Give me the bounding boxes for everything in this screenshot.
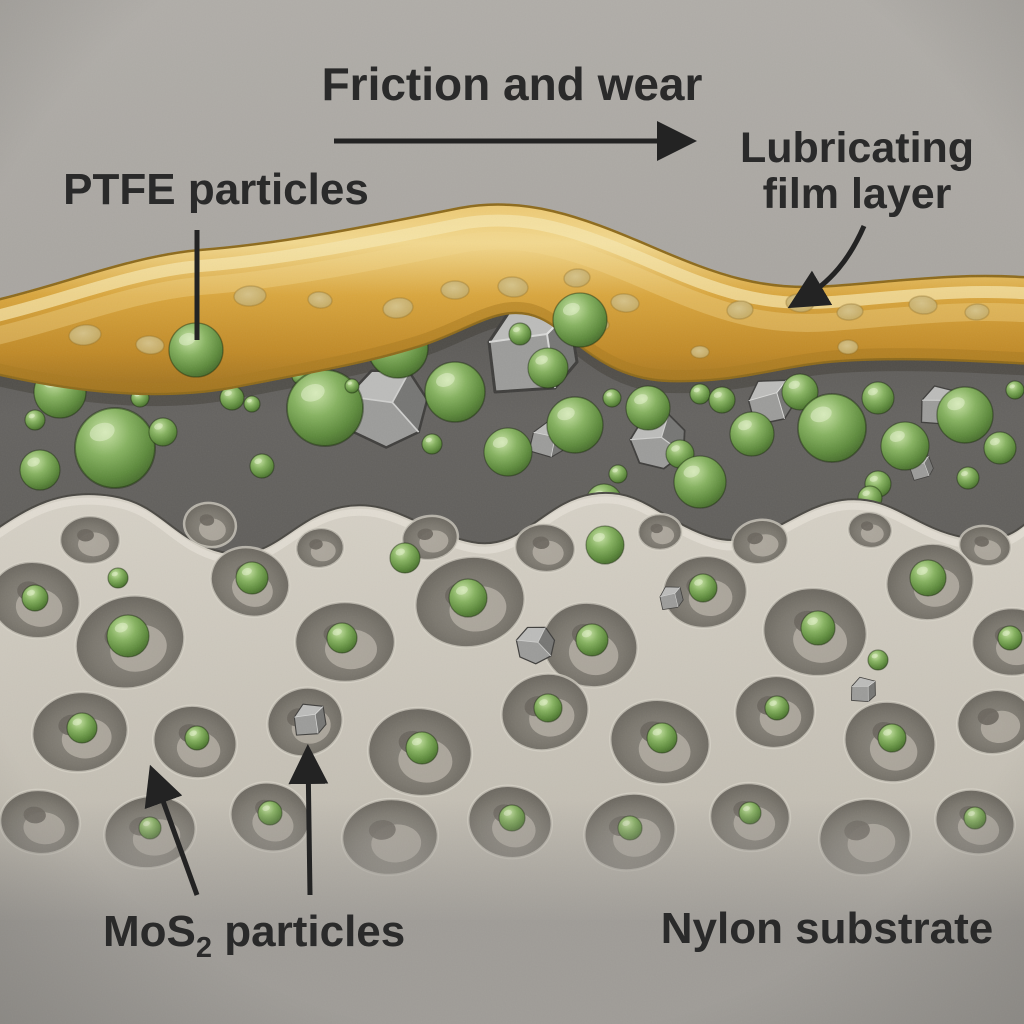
mos2-label-rest: particles (212, 907, 405, 956)
mos2-arrow-left (144, 764, 200, 896)
mos2-arrow-right (288, 744, 329, 896)
mos2-particles-label: MoS2 particles (103, 907, 405, 964)
lubricating-film-label-line1: Lubricating (740, 124, 974, 172)
nylon-substrate-label: Nylon substrate (661, 904, 994, 953)
lubricating-film-label-line2: film layer (763, 170, 952, 218)
mos2-label-main: MoS (103, 907, 196, 956)
ptfe-particles-label: PTFE particles (63, 165, 369, 214)
lubricating-film-arrow (787, 224, 867, 309)
annotations: Friction and wear PTFE particles Lubrica… (63, 58, 993, 964)
friction-wear-label: Friction and wear (322, 58, 703, 110)
mos2-label-subscript: 2 (196, 932, 212, 964)
